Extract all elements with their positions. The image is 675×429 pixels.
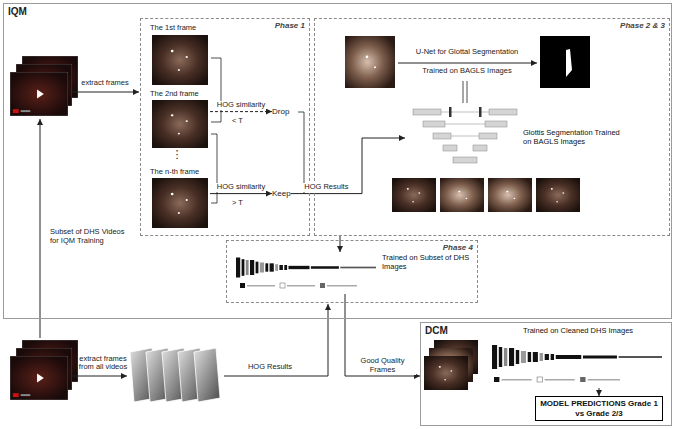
flow-arrow bbox=[210, 111, 272, 112]
phase-box: Phase 4Trained on Subset of DHS Images bbox=[226, 240, 478, 303]
video-frame: The n-th frame bbox=[150, 168, 210, 230]
node-text: The 1st frame bbox=[150, 24, 210, 33]
frame-bracket bbox=[211, 58, 221, 122]
annotation-label: < T bbox=[232, 117, 243, 126]
annotation-label: HOG Results bbox=[248, 363, 292, 372]
flow-arrow bbox=[599, 388, 600, 396]
annotation-label: Trained on BAGLS Images bbox=[422, 67, 511, 76]
label-holder: Subset of DHS Videos for IQM Training bbox=[50, 228, 128, 245]
node-text: IQM bbox=[4, 4, 671, 18]
annotation-label: ⋮ bbox=[172, 149, 183, 160]
annotation-label: extract frames from all videos bbox=[78, 355, 128, 372]
flow-arrow bbox=[291, 138, 405, 194]
label-holder: HOG similarity bbox=[216, 101, 266, 110]
network-node: Trained on Subset of DHS Images bbox=[232, 252, 472, 294]
extract-arrow bbox=[70, 376, 127, 377]
input-video-stack bbox=[10, 56, 78, 116]
network-node: Glottis Segmentation Trained on BAGLS Im… bbox=[405, 103, 627, 173]
edge-label: HOG similarity bbox=[216, 183, 266, 192]
frame-bracket bbox=[211, 134, 217, 203]
label-holder: ⋮ bbox=[172, 149, 183, 160]
flow-arrow bbox=[340, 236, 341, 252]
label-holder: HOG Results bbox=[248, 363, 292, 372]
label-holder: > T bbox=[232, 199, 243, 208]
network-figure bbox=[492, 345, 662, 369]
flow-arrow bbox=[210, 193, 272, 194]
label-holder: extract frames bbox=[81, 79, 129, 88]
node-text: Trained on Cleaned DHS Images bbox=[488, 327, 668, 336]
segmented-thumbnails bbox=[392, 178, 580, 212]
hog-results-arrow bbox=[224, 304, 328, 376]
label-holder: U-Net for Glottal Segmentation bbox=[416, 48, 519, 57]
video-frame: The 2nd frame bbox=[150, 90, 210, 150]
dcm-thumbnails bbox=[424, 340, 478, 390]
node-text: Phase 4 bbox=[227, 241, 477, 252]
node-text: Trained on Subset of DHS Images bbox=[382, 252, 470, 271]
keep-label: Keep bbox=[272, 189, 291, 198]
iqm-panel: IQMPhase 1The 1st frameThe 2nd frameThe … bbox=[3, 3, 672, 319]
all-video-stack bbox=[10, 340, 78, 400]
label-holder: HOG Results bbox=[303, 183, 349, 192]
node-text: Keep bbox=[272, 189, 291, 198]
flow-arrow bbox=[345, 294, 420, 376]
glottis-input-image bbox=[345, 36, 395, 88]
node-text: The n-th frame bbox=[150, 168, 210, 177]
label-holder: Trained on BAGLS Images bbox=[422, 67, 511, 76]
label-holder: extract frames from all videos bbox=[78, 355, 128, 372]
training-link bbox=[463, 81, 464, 103]
phase-box: Phase 1The 1st frameThe 2nd frameThe n-t… bbox=[140, 18, 310, 236]
network-legend bbox=[240, 283, 357, 288]
training-link bbox=[467, 81, 468, 103]
network-figure bbox=[236, 258, 376, 278]
edge-label: HOG Results bbox=[303, 183, 349, 192]
edge-label: HOG similarity bbox=[216, 101, 266, 110]
edge-label: Good Quality Frames bbox=[350, 357, 416, 374]
frame-images bbox=[152, 35, 208, 228]
label-holder: < T bbox=[232, 117, 243, 126]
annotation-label: Subset of DHS Videos for IQM Training bbox=[50, 228, 128, 245]
dcm-panel: DCMTrained on Cleaned DHS ImagesMODEL PR… bbox=[420, 322, 672, 426]
prediction-box: MODEL PREDICTIONS Grade 1 vs Grade 2/3 bbox=[535, 396, 663, 421]
network-node: Trained on Cleaned DHS Images bbox=[488, 327, 668, 388]
annotation-label: > T bbox=[232, 199, 243, 208]
segmentation-mask bbox=[540, 36, 590, 88]
merge-bracket bbox=[298, 112, 304, 194]
video-frame: The 1st frame bbox=[150, 24, 210, 86]
node-text: MODEL PREDICTIONS Grade 1 vs Grade 2/3 bbox=[539, 399, 659, 418]
extract-arrow bbox=[70, 92, 139, 93]
gray-frame-strip bbox=[130, 348, 220, 402]
label-holder: HOG similarity bbox=[216, 183, 266, 192]
subset-arrow bbox=[40, 119, 41, 338]
node-text: Drop bbox=[272, 107, 289, 116]
node-text: The 2nd frame bbox=[150, 90, 210, 99]
label-holder: Good Quality Frames bbox=[350, 357, 416, 374]
network-legend bbox=[494, 377, 620, 382]
annotation-label: extract frames bbox=[81, 79, 129, 88]
unet-arrow bbox=[398, 63, 537, 64]
node-text: Phase 2 & 3 bbox=[315, 19, 669, 30]
drop-label: Drop bbox=[272, 107, 289, 116]
unet-figure bbox=[413, 107, 517, 163]
node-text: Glottis Segmentation Trained on BAGLS Im… bbox=[523, 129, 623, 146]
annotation-label: U-Net for Glottal Segmentation bbox=[416, 48, 519, 57]
